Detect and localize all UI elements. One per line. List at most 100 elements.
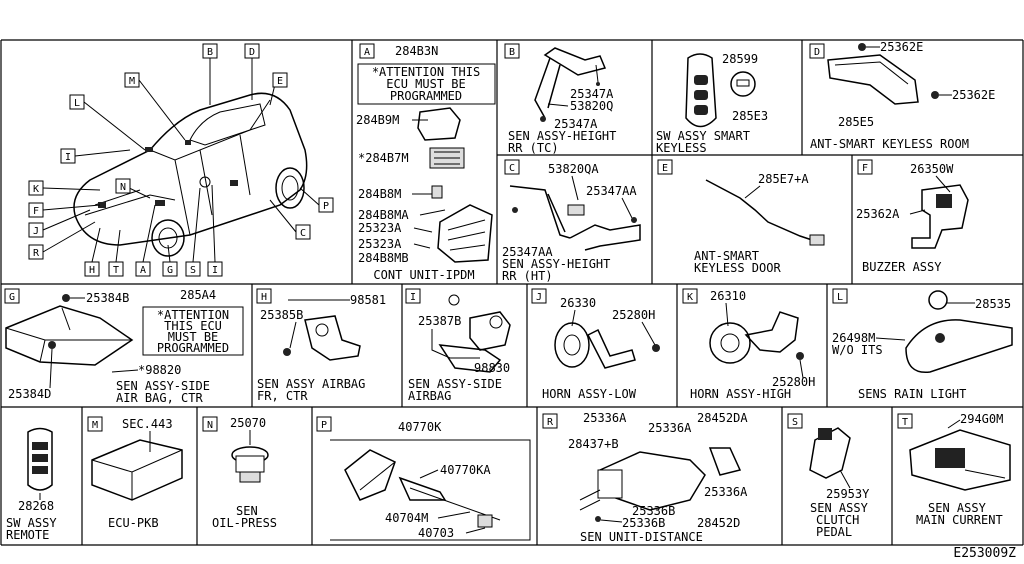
- panel-c-letter: C: [509, 163, 515, 174]
- svg-text:SW ASSY: SW ASSY: [6, 516, 57, 530]
- svg-text:F: F: [33, 206, 39, 217]
- panel-i-side-airbag-sensor: 25387B 98830 SEN ASSY-SIDE AIRBAG: [408, 294, 511, 403]
- panel-s-clutch-pedal-sensor: 25953Y SEN ASSY CLUTCH PEDAL: [809, 427, 870, 539]
- svg-text:28452DA: 28452DA: [697, 411, 748, 425]
- panel-letter-tags: A B D C E F G H I J K L M N P R S T: [4, 43, 913, 432]
- svg-text:THIS ECU: THIS ECU: [164, 319, 222, 333]
- panel-r-distance-sensor: 25336A 28452DA 28437+B 25336A 25336A 253…: [568, 411, 748, 544]
- panel-h-airbag-sensor: 98581 25385B SEN ASSY AIRBAG FR, CTR: [257, 293, 386, 403]
- svg-text:OIL-PRESS: OIL-PRESS: [212, 516, 277, 530]
- svg-text:25323A: 25323A: [358, 221, 402, 235]
- panel-n-oil-press-sensor: 25070 SEN OIL-PRESS: [212, 416, 277, 530]
- diagram-id: E253009Z: [953, 546, 1016, 560]
- panel-i-letter: I: [410, 292, 416, 303]
- svg-text:A: A: [140, 265, 146, 276]
- grid-lines: [0, 39, 1024, 546]
- callout-h: H: [84, 261, 100, 277]
- svg-text:SEN ASSY-HEIGHT: SEN ASSY-HEIGHT: [502, 257, 610, 271]
- svg-text:SEN ASSY: SEN ASSY: [810, 501, 869, 515]
- svg-text:SEN: SEN: [236, 504, 258, 518]
- panel-t-letter: T: [902, 417, 908, 428]
- svg-text:SEN ASSY: SEN ASSY: [928, 501, 987, 515]
- svg-text:CLUTCH: CLUTCH: [816, 513, 859, 527]
- svg-text:284B8MA: 284B8MA: [358, 208, 409, 222]
- svg-text:285E7+A: 285E7+A: [758, 172, 809, 186]
- panel-f-letter: F: [862, 163, 868, 174]
- svg-text:25323A: 25323A: [358, 237, 402, 251]
- panel-s-letter: S: [792, 417, 798, 428]
- panel-k-horn-high: 26310 25280H HORN ASSY-HIGH: [690, 289, 815, 401]
- svg-text:H: H: [89, 265, 95, 276]
- svg-text:25362A: 25362A: [856, 207, 900, 221]
- svg-text:SEN ASSY AIRBAG: SEN ASSY AIRBAG: [257, 377, 365, 391]
- svg-text:CONT UNIT-IPDM: CONT UNIT-IPDM: [373, 268, 474, 282]
- svg-text:53820Q: 53820Q: [570, 99, 613, 113]
- panel-smart-keyless-switch: 28599 285E3 SW ASSY SMART KEYLESS: [656, 52, 768, 155]
- svg-text:L: L: [74, 98, 80, 109]
- svg-text:25336A: 25336A: [583, 411, 627, 425]
- svg-text:C: C: [300, 228, 306, 239]
- panel-h-letter: H: [261, 292, 267, 303]
- svg-text:B: B: [207, 47, 213, 58]
- svg-text:284B3N: 284B3N: [395, 44, 438, 58]
- svg-text:R: R: [33, 248, 40, 259]
- callout-g: G: [162, 261, 178, 277]
- svg-text:REMOTE: REMOTE: [6, 528, 49, 542]
- svg-text:I: I: [212, 265, 218, 276]
- svg-text:25953Y: 25953Y: [826, 487, 870, 501]
- callout-s: S: [185, 261, 201, 277]
- svg-text:W/O ITS: W/O ITS: [832, 343, 883, 357]
- svg-text:AIR BAG, CTR: AIR BAG, CTR: [116, 391, 203, 405]
- panel-k-letter: K: [687, 292, 693, 303]
- callout-p: P: [318, 197, 334, 213]
- svg-text:SW ASSY SMART: SW ASSY SMART: [656, 129, 750, 143]
- svg-text:SEN ASSY-SIDE: SEN ASSY-SIDE: [408, 377, 502, 391]
- svg-text:28535: 28535: [975, 297, 1011, 311]
- panel-g-letter: G: [9, 292, 15, 303]
- svg-text:25347A: 25347A: [570, 87, 614, 101]
- svg-text:K: K: [33, 184, 39, 195]
- callout-j: J: [28, 222, 44, 238]
- svg-text:ANT-SMART KEYLESS ROOM: ANT-SMART KEYLESS ROOM: [810, 137, 969, 151]
- svg-text:28268: 28268: [18, 499, 54, 513]
- svg-text:25070: 25070: [230, 416, 266, 430]
- svg-text:*ATTENTION THIS: *ATTENTION THIS: [372, 65, 480, 79]
- svg-text:285A4: 285A4: [180, 288, 216, 302]
- svg-text:26330: 26330: [560, 296, 596, 310]
- svg-text:ECU MUST BE: ECU MUST BE: [386, 77, 465, 91]
- svg-text:SEN ASSY-SIDE: SEN ASSY-SIDE: [116, 379, 210, 393]
- svg-text:25336A: 25336A: [704, 485, 748, 499]
- callout-d: D: [244, 43, 260, 59]
- svg-text:25347A: 25347A: [554, 117, 598, 131]
- callout-k: K: [28, 180, 44, 196]
- svg-text:RR (HT): RR (HT): [502, 269, 553, 283]
- svg-text:25384B: 25384B: [86, 291, 129, 305]
- panel-p-tire-pressure-sensor: 40770K 40770KA 40704M 40703: [330, 420, 531, 541]
- svg-text:26310: 26310: [710, 289, 746, 303]
- svg-text:P: P: [323, 201, 329, 212]
- callout-i-top: I: [60, 148, 76, 164]
- svg-text:PROGRAMMED: PROGRAMMED: [390, 89, 462, 103]
- svg-text:28452D: 28452D: [697, 516, 740, 530]
- vehicle-callouts: M B D E L I K F J R N H T A G S I C P: [28, 43, 334, 277]
- svg-text:HORN ASSY-HIGH: HORN ASSY-HIGH: [690, 387, 791, 401]
- svg-text:25280H: 25280H: [612, 308, 655, 322]
- panel-b-letter: B: [509, 47, 515, 58]
- panel-r-letter: R: [547, 417, 554, 428]
- svg-text:25347AA: 25347AA: [502, 245, 553, 259]
- svg-text:T: T: [113, 265, 119, 276]
- svg-text:98830: 98830: [474, 361, 510, 375]
- svg-text:S: S: [190, 265, 196, 276]
- svg-text:*ATTENTION: *ATTENTION: [157, 308, 229, 322]
- panel-j-letter: J: [536, 292, 542, 303]
- svg-text:25336B: 25336B: [632, 504, 675, 518]
- svg-text:SEC.443: SEC.443: [122, 417, 173, 431]
- panel-l-letter: L: [837, 292, 843, 303]
- panel-d-letter: D: [814, 47, 820, 58]
- svg-text:53820QA: 53820QA: [548, 162, 599, 176]
- svg-text:98581: 98581: [350, 293, 386, 307]
- svg-text:SEN UNIT-DISTANCE: SEN UNIT-DISTANCE: [580, 530, 703, 544]
- panel-j-horn-low: 26330 25280H HORN ASSY-LOW: [542, 296, 660, 401]
- panel-t-main-current-sensor: 294G0M SEN ASSY MAIN CURRENT: [909, 412, 1011, 527]
- svg-text:284B9M: 284B9M: [356, 113, 399, 127]
